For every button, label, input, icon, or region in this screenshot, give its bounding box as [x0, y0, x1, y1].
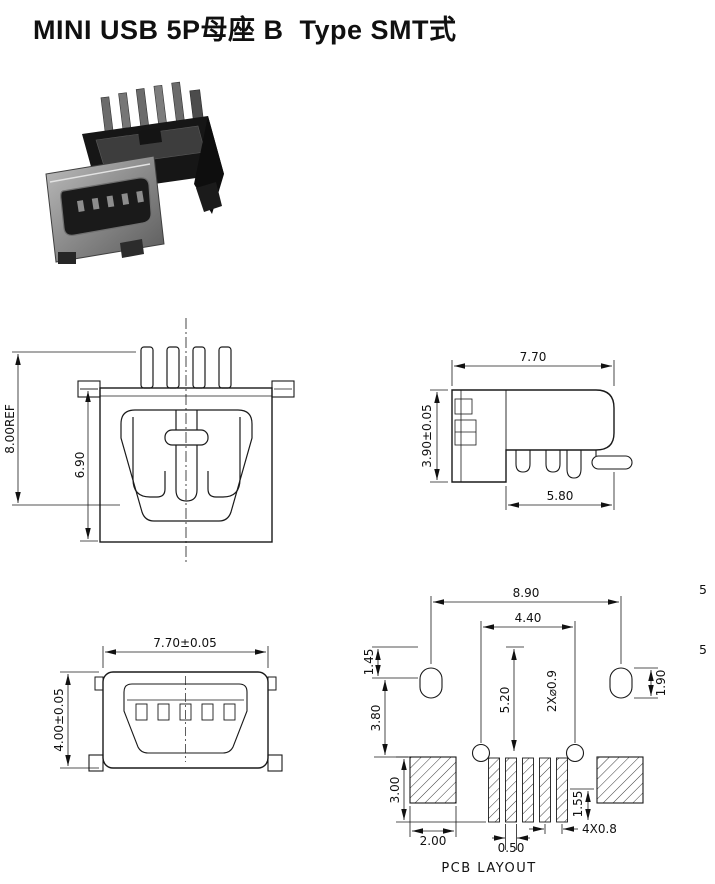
- front-view: 6.90 8.00REF: [3, 318, 295, 562]
- pcb-pad-right: [609, 667, 633, 699]
- front-view-receptacle: [120, 409, 253, 522]
- dim-front-body-height: 6.90: [73, 452, 87, 479]
- bottom-view-opening: [123, 683, 248, 754]
- dim-pcb-pad-row-height: 3.00: [388, 777, 402, 804]
- dim-pcb-pad-width: 0.50: [498, 841, 525, 855]
- connector-photo: [45, 81, 224, 264]
- dim-pcb-pad-pitch: 4X0.8: [582, 822, 617, 836]
- pcb-layout: 8.90 4.40 1.45 1.90 5.20 3.80 2X⌀0.9 3.0…: [362, 586, 668, 876]
- connector-photo-contacts: [76, 190, 144, 212]
- dim-pcb-pad-tail: 1.55: [571, 791, 585, 818]
- side-view-body: [451, 389, 615, 483]
- connector-photo-notch: [138, 128, 162, 145]
- side-view: 7.70 3.90±0.05 5.80: [420, 350, 633, 510]
- pcb-hole-left: [471, 743, 491, 763]
- dim-pcb-corner-pad-width: 2.00: [420, 834, 447, 848]
- connector-photo-foot: [58, 252, 76, 264]
- margin-mark-bottom: 5: [699, 642, 707, 657]
- dim-front-overall-height: 8.00REF: [3, 404, 17, 454]
- connector-photo-opening: [60, 177, 152, 236]
- front-view-dim-lines: [12, 351, 136, 542]
- page-title: MINI USB 5P母座 B Type SMT式: [33, 15, 457, 45]
- dim-side-width: 7.70: [520, 350, 547, 364]
- pcb-corner-pad-right: [596, 756, 644, 804]
- dim-pcb-hole-span: 4.40: [515, 611, 542, 625]
- side-view-smt-lead: [591, 455, 633, 470]
- pcb-dim-lines: [372, 596, 658, 850]
- bottom-view-contacts: [135, 703, 236, 721]
- dim-pcb-hole-depth: 5.20: [498, 687, 512, 714]
- dim-bottom-height: 4.00±0.05: [52, 688, 66, 752]
- dim-pcb-hole-depth-left: 3.80: [369, 705, 383, 732]
- pcb-pad-left: [419, 667, 443, 699]
- dim-side-height: 3.90±0.05: [420, 404, 434, 468]
- pcb-corner-pad-left: [409, 756, 457, 804]
- margin-mark-top: 5: [699, 582, 707, 597]
- bottom-view-body: [102, 671, 269, 769]
- pcb-hole-right: [565, 743, 585, 763]
- dim-bottom-width: 7.70±0.05: [153, 636, 217, 650]
- connector-photo-foot: [196, 182, 222, 212]
- dim-pcb-pad-height: 1.90: [654, 670, 668, 697]
- bottom-view: 7.70±0.05 4.00±0.05: [52, 636, 283, 772]
- front-view-body: [99, 387, 273, 543]
- pcb-layout-label: PCB LAYOUT: [441, 861, 536, 876]
- connector-photo-foot: [120, 239, 144, 258]
- side-view-dim-lines: [430, 360, 615, 510]
- connector-photo-pins: [100, 81, 204, 134]
- bottom-view-dim-lines: [60, 646, 269, 769]
- dim-pcb-hole-size: 2X⌀0.9: [545, 670, 559, 712]
- side-view-feet: [515, 450, 582, 479]
- dim-side-foot-span: 5.80: [547, 489, 574, 503]
- dim-pcb-pad-span: 8.90: [513, 586, 540, 600]
- pcb-signal-pads: [488, 757, 568, 823]
- dim-pcb-pad-offset: 1.45: [362, 649, 376, 676]
